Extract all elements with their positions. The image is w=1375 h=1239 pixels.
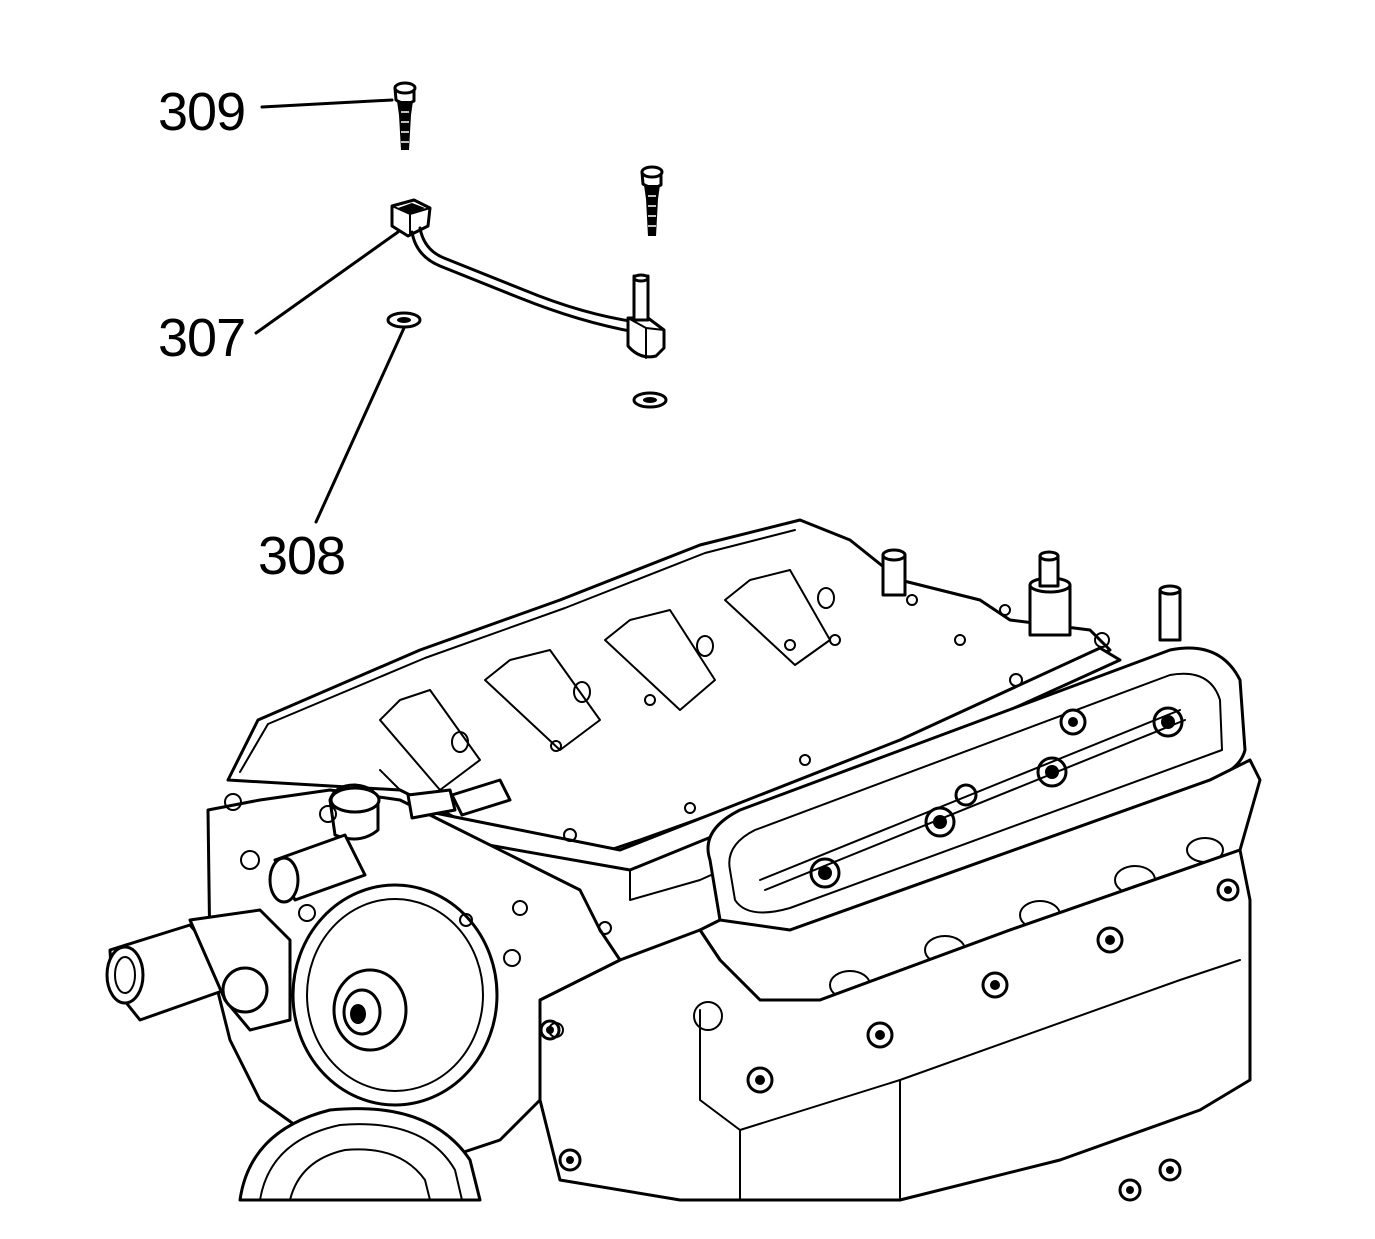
leader-308 xyxy=(314,326,406,524)
thermostat-housing xyxy=(268,783,381,904)
sensor-harness-307 xyxy=(390,198,666,359)
crank-balancer xyxy=(238,1107,482,1202)
manifold-bolts xyxy=(550,594,1110,842)
coil-bosses xyxy=(809,706,1184,889)
leader-309 xyxy=(260,98,394,109)
sensor-ports xyxy=(881,548,1182,642)
leader-307 xyxy=(254,230,400,335)
callout-308-label: 308 xyxy=(258,526,345,586)
bolt-right xyxy=(640,165,664,236)
front-cover-bolts xyxy=(224,793,723,1038)
callout-307-label: 307 xyxy=(158,308,245,368)
bolt-309 xyxy=(393,81,417,150)
harness-connector xyxy=(379,769,512,820)
water-outlet-pipe xyxy=(105,908,292,1032)
engine-assembly xyxy=(105,518,1262,1202)
water-pump-pulley xyxy=(291,883,499,1107)
manifold-runners xyxy=(379,569,835,791)
seal-right xyxy=(632,391,668,409)
leader-lines xyxy=(254,98,406,524)
callout-309-label: 309 xyxy=(158,82,245,142)
seal-308-left xyxy=(386,311,422,329)
